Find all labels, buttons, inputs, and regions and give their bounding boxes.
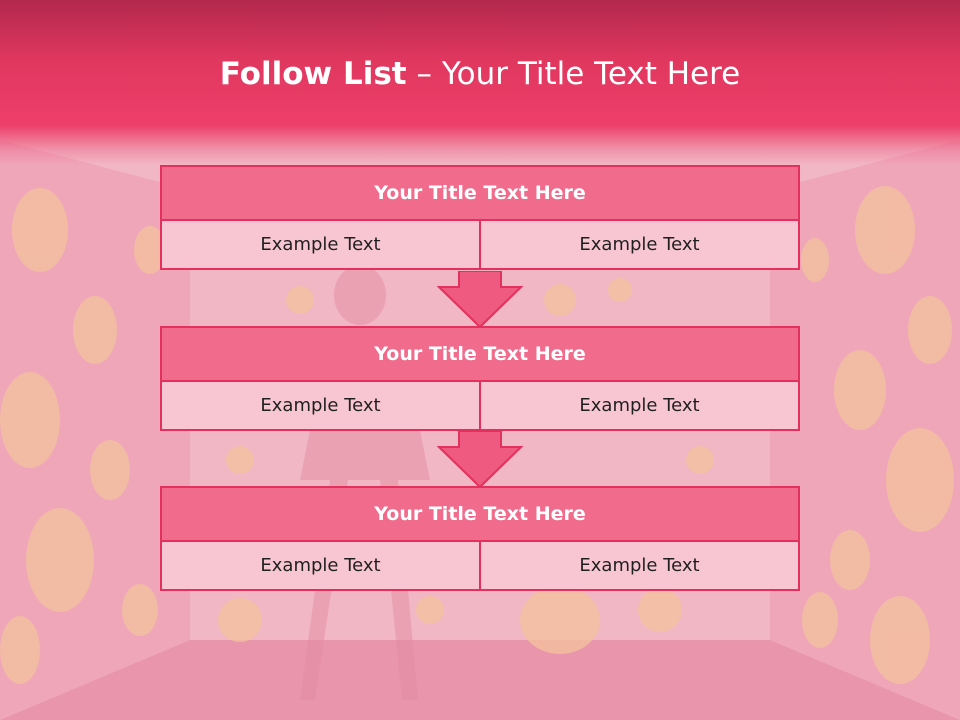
list-block-3: Your Title Text Here Example Text Exampl… xyxy=(160,486,800,591)
list-block-2: Your Title Text Here Example Text Exampl… xyxy=(160,326,800,431)
block-cell-right: Example Text xyxy=(481,382,800,431)
block-title: Your Title Text Here xyxy=(160,165,800,221)
down-arrow-icon xyxy=(437,271,523,329)
header-band xyxy=(0,0,960,165)
slide-heading: Follow List – Your Title Text Here xyxy=(0,56,960,92)
block-row: Example Text Example Text xyxy=(160,382,800,431)
block-row: Example Text Example Text xyxy=(160,221,800,270)
block-cell-right: Example Text xyxy=(481,542,800,591)
block-cell-left: Example Text xyxy=(160,221,481,270)
heading-bold-text: Follow List xyxy=(219,56,407,92)
block-title: Your Title Text Here xyxy=(160,486,800,542)
list-block-1: Your Title Text Here Example Text Exampl… xyxy=(160,165,800,270)
block-cell-right: Example Text xyxy=(481,221,800,270)
block-row: Example Text Example Text xyxy=(160,542,800,591)
down-arrow-icon xyxy=(437,431,523,489)
block-cell-left: Example Text xyxy=(160,542,481,591)
block-cell-left: Example Text xyxy=(160,382,481,431)
heading-subtitle-text: – Your Title Text Here xyxy=(406,56,741,92)
block-title: Your Title Text Here xyxy=(160,326,800,382)
